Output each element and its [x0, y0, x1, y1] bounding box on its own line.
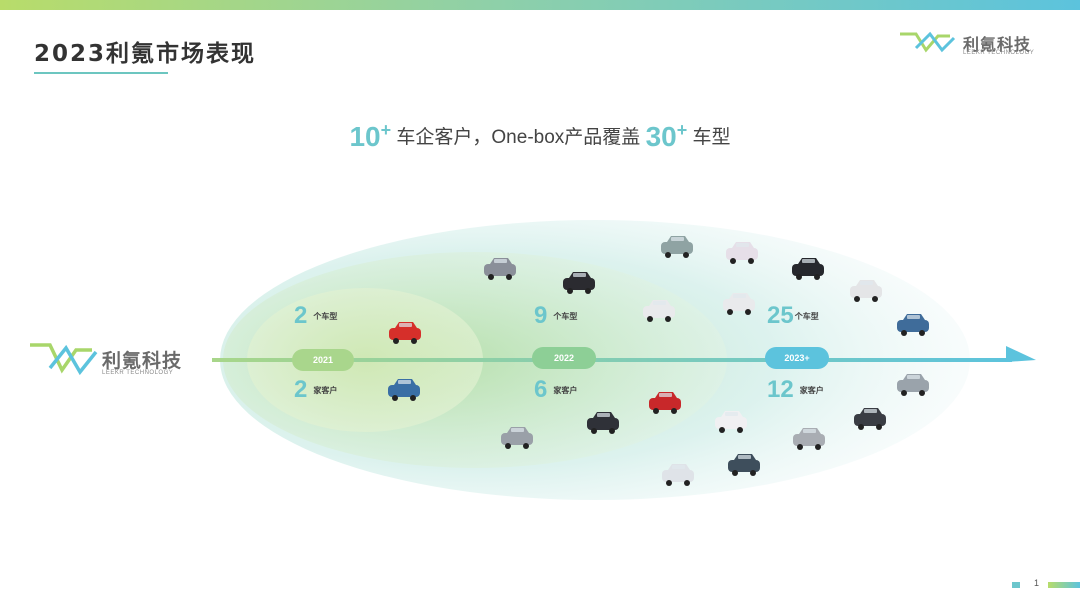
- brand-subtitle-top: LEEKR TECHNOLOGY: [963, 50, 1035, 56]
- footer-mark: [1012, 582, 1020, 588]
- year-pill-2023: 2023+: [765, 347, 829, 369]
- headline-customers-text: 车企客户，One-box产品覆盖: [396, 127, 641, 148]
- brand-logo-left-icon: [30, 343, 98, 376]
- brand-subtitle-left: LEEKR TECHNOLOGY: [102, 370, 174, 376]
- brand-logo-icon: [900, 31, 956, 53]
- year-pill-2022: 2022: [532, 347, 596, 369]
- top-gradient-bar: [0, 0, 1080, 10]
- headline-customers-number: 10+: [349, 120, 392, 152]
- brand-name-left: 利氪科技: [102, 350, 183, 372]
- brand-name-top: 利氪科技: [963, 35, 1032, 54]
- headline-models-text: 车型: [692, 127, 731, 148]
- year-pill-2021: 2021: [292, 349, 354, 371]
- timeline-arrowhead: [1006, 346, 1036, 362]
- page-number: 1: [1034, 578, 1040, 588]
- title-underline: [34, 72, 168, 74]
- headline-models-number: 30+: [645, 120, 688, 152]
- headline: 10+ 车企客户，One-box产品覆盖 30+ 车型: [0, 120, 1080, 153]
- footer-bar: [1048, 582, 1080, 588]
- page-title: 2023利氪市场表现: [34, 41, 257, 67]
- stat-2023-models: 25个车型: [767, 302, 819, 329]
- timeline-axis: [212, 358, 1012, 362]
